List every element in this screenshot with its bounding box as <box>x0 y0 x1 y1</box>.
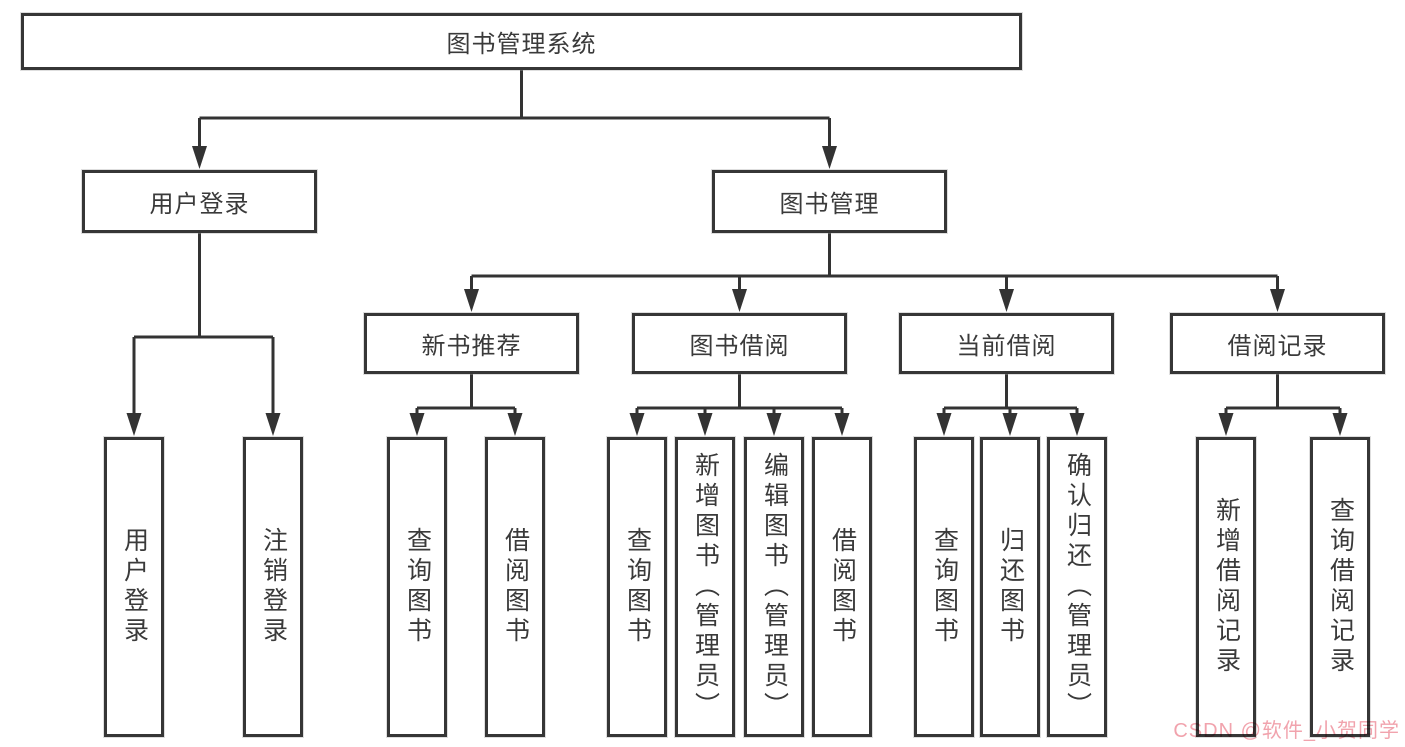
leaf-query-borrow-record: 查询借阅记录 <box>1310 437 1370 737</box>
leaf-return-books: 归还图书 <box>980 437 1040 737</box>
connector-user-login <box>132 233 275 417</box>
node-new-book-recommend: 新书推荐 <box>364 313 579 374</box>
node-library-system-label: 图书管理系统 <box>446 31 597 58</box>
node-book-borrow-label: 图书借阅 <box>689 333 790 360</box>
arrowheads <box>126 146 1348 436</box>
node-library-system: 图书管理系统 <box>21 13 1022 70</box>
leaf-borrow-books-recommend: 借阅图书 <box>485 437 545 737</box>
leaf-edit-book-admin-label: 编辑图书（管理员） <box>760 452 789 722</box>
node-book-borrow: 图书借阅 <box>632 313 847 374</box>
leaf-query-books-recommend-label: 查询图书 <box>403 527 432 647</box>
connector-book-borrow <box>635 374 844 417</box>
node-user-login-label: 用户登录 <box>149 191 250 218</box>
leaf-query-books-borrow-label: 查询图书 <box>623 527 652 647</box>
leaf-edit-book-admin: 编辑图书（管理员） <box>744 437 804 737</box>
leaf-add-borrow-record-label: 新增借阅记录 <box>1212 497 1241 677</box>
leaf-query-books-current: 查询图书 <box>914 437 974 737</box>
leaf-add-book-admin-label: 新增图书（管理员） <box>691 452 720 722</box>
leaf-add-borrow-record: 新增借阅记录 <box>1196 437 1256 737</box>
node-user-login: 用户登录 <box>82 170 317 233</box>
leaf-borrow-books-label: 借阅图书 <box>828 527 857 647</box>
connector-book-management <box>470 233 1279 293</box>
leaf-logout: 注销登录 <box>243 437 303 737</box>
leaf-add-book-admin: 新增图书（管理员） <box>675 437 735 737</box>
leaf-logout-label: 注销登录 <box>259 527 288 647</box>
leaf-borrow-books: 借阅图书 <box>812 437 872 737</box>
node-book-management-label: 图书管理 <box>779 191 880 218</box>
connector-root <box>198 69 831 150</box>
connector-borrow-records <box>1224 374 1342 417</box>
node-new-book-recommend-label: 新书推荐 <box>421 333 522 360</box>
leaf-borrow-books-recommend-label: 借阅图书 <box>501 527 530 647</box>
connector-new-book-recommend <box>415 374 517 417</box>
leaf-user-login-label: 用户登录 <box>120 527 149 647</box>
leaf-query-books-recommend: 查询图书 <box>387 437 447 737</box>
node-current-borrow: 当前借阅 <box>899 313 1114 374</box>
node-book-management: 图书管理 <box>712 170 947 233</box>
leaf-query-borrow-record-label: 查询借阅记录 <box>1326 497 1355 677</box>
node-borrow-records-label: 借阅记录 <box>1227 333 1328 360</box>
leaf-confirm-return-admin-label: 确认归还（管理员） <box>1063 452 1092 722</box>
leaf-query-books-borrow: 查询图书 <box>607 437 667 737</box>
leaf-user-login: 用户登录 <box>104 437 164 737</box>
leaf-confirm-return-admin: 确认归还（管理员） <box>1047 437 1107 737</box>
node-borrow-records: 借阅记录 <box>1170 313 1385 374</box>
node-current-borrow-label: 当前借阅 <box>956 333 1057 360</box>
leaf-return-books-label: 归还图书 <box>996 527 1025 647</box>
connector-current-borrow <box>942 374 1079 417</box>
leaf-query-books-current-label: 查询图书 <box>930 527 959 647</box>
